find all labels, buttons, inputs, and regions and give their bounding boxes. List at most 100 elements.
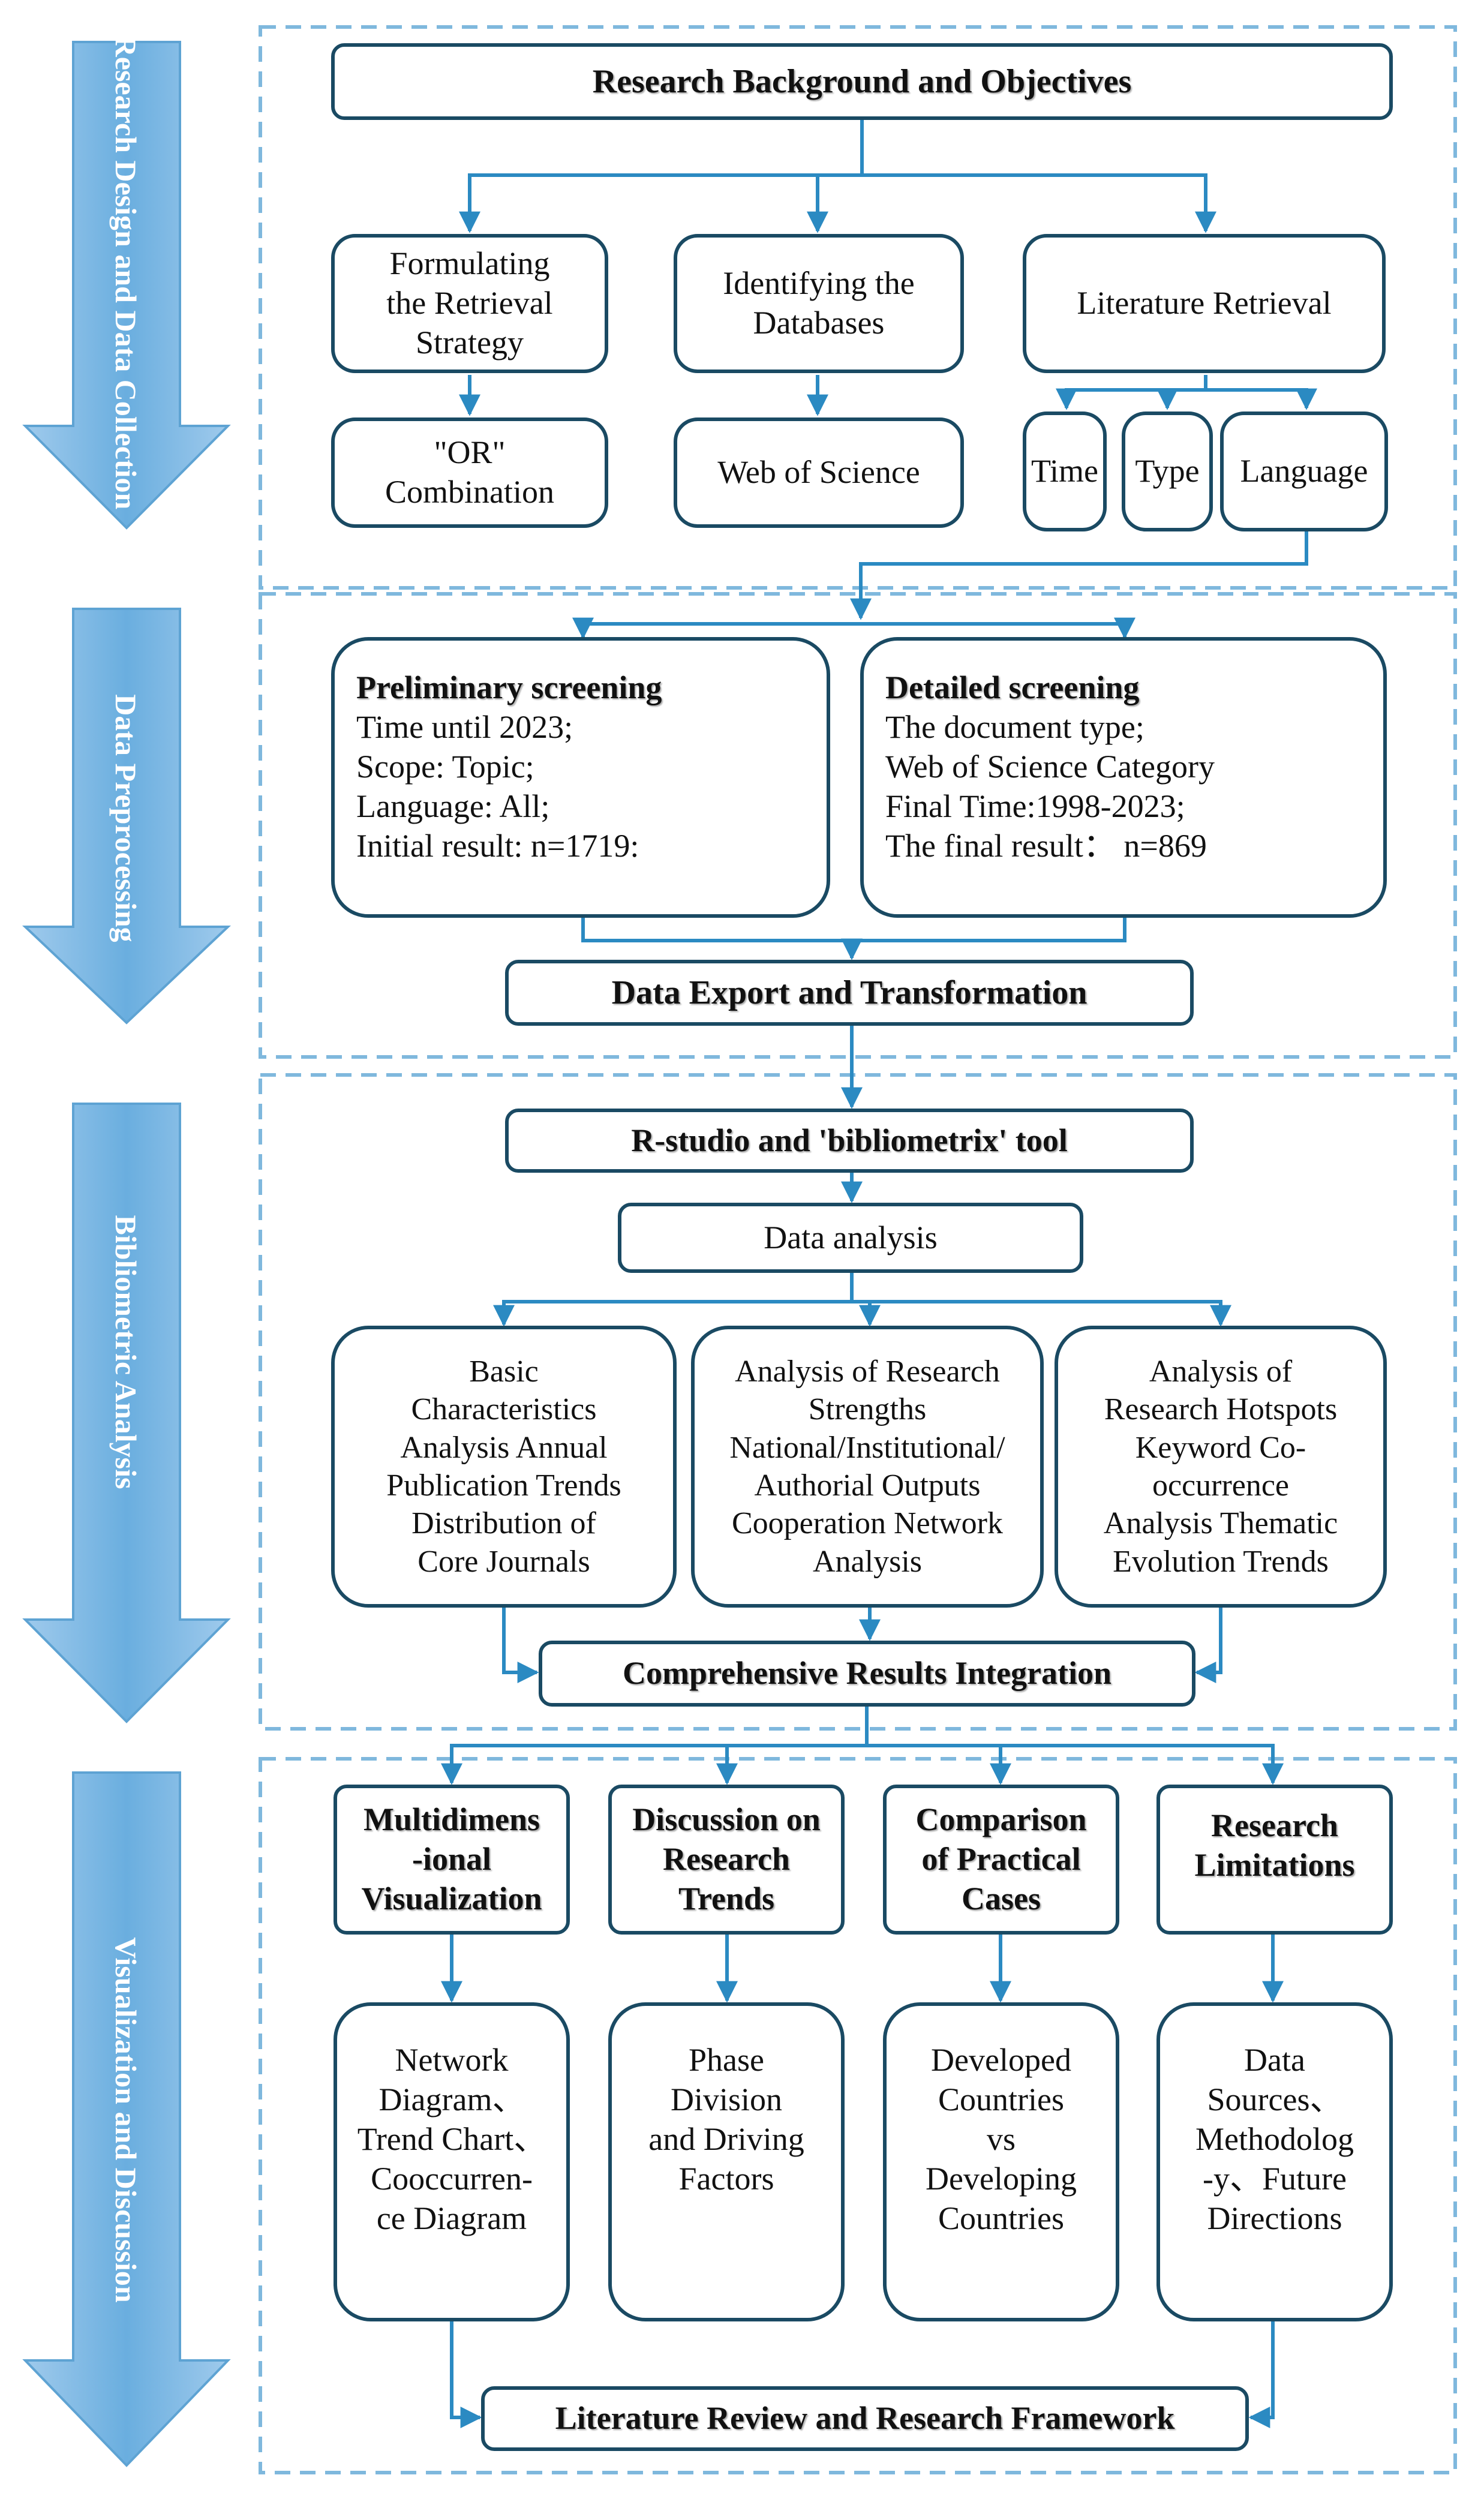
line: Analysis Thematic	[1103, 1506, 1338, 1541]
line: Scope: Topic;	[356, 748, 534, 785]
box-identifying-databases: Identifying the Databases	[674, 234, 964, 373]
line: Analysis of Research	[735, 1354, 1000, 1389]
line: Phase	[689, 2042, 764, 2078]
line: Keyword Co-	[1135, 1430, 1306, 1465]
line: Databases	[753, 305, 885, 341]
line: Division	[670, 2081, 783, 2117]
line: Multidimens	[363, 1801, 540, 1838]
box-basic-characteristics: Basic Characteristics Analysis Annual Pu…	[331, 1326, 677, 1608]
box-phase-division: Phase Division and Driving Factors	[608, 2002, 845, 2321]
stage-label-bibliometric: Bibliometric Analysis	[109, 1215, 143, 1489]
line: of Practical	[921, 1841, 1081, 1878]
line: Formulating	[389, 245, 550, 282]
box-retrieval-strategy: Formulating the Retrieval Strategy	[331, 234, 608, 373]
stage-frames	[259, 25, 1457, 2474]
line: Comparison	[915, 1801, 1087, 1838]
line: Evolution Trends	[1113, 1544, 1329, 1579]
line: Analysis of	[1149, 1354, 1293, 1389]
line: Countries	[938, 2200, 1064, 2236]
box-results-integration: Comprehensive Results Integration	[539, 1641, 1195, 1707]
line: Strategy	[416, 324, 524, 361]
line: Directions	[1207, 2200, 1342, 2236]
box-web-of-science: Web of Science	[674, 417, 964, 528]
line: Authorial Outputs	[754, 1468, 981, 1503]
stage-arrow-preprocessing	[22, 608, 232, 1025]
line: Publication Trends	[386, 1468, 621, 1503]
line: Core Journals	[417, 1544, 590, 1579]
detailed-title: Detailed screening	[885, 669, 1140, 705]
box-time: Time	[1023, 412, 1107, 531]
stage-frame-design	[259, 25, 1457, 590]
stage-label-design: Research Design and Data Collection	[109, 35, 143, 510]
stage-frame-visualization	[259, 1757, 1457, 2474]
stage-label-preprocessing: Data Preprocessing	[109, 694, 143, 942]
line: Final Time:1998-2023;	[885, 788, 1185, 824]
line: Analysis Annual	[400, 1430, 608, 1465]
line: Cooccurren-	[371, 2160, 533, 2197]
connectors	[441, 120, 1317, 2428]
preliminary-title: Preliminary screening	[356, 669, 662, 705]
line: occurrence	[1152, 1468, 1290, 1503]
line: Countries	[938, 2081, 1064, 2117]
line: Research	[663, 1841, 790, 1878]
line: Discussion on	[632, 1801, 821, 1838]
line: Cases	[962, 1880, 1041, 1917]
line: the Retrieval	[386, 285, 553, 322]
box-literature-review-framework: Literature Review and Research Framework	[481, 2386, 1249, 2451]
box-preliminary-screening: Preliminary screening Time until 2023; S…	[331, 637, 830, 918]
line: Distribution of	[411, 1506, 596, 1541]
line: The document type;	[885, 708, 1144, 745]
box-literature-retrieval: Literature Retrieval	[1023, 234, 1386, 373]
line: Sources、	[1207, 2081, 1342, 2117]
box-research-limitations: Research Limitations	[1156, 1785, 1393, 1935]
line: Strengths	[808, 1392, 927, 1427]
stage-frame-bibliometric	[259, 1073, 1457, 1731]
line: Limitations	[1194, 1846, 1355, 1883]
box-or-combination: "OR" Combination	[331, 417, 608, 528]
line: "OR"	[434, 434, 506, 471]
stage-arrows	[22, 41, 232, 2467]
line: Developed	[931, 2042, 1071, 2078]
box-developed-vs-developing: Developed Countries vs Developing Countr…	[883, 2002, 1119, 2321]
line: Network	[395, 2042, 509, 2078]
line: Language: All;	[356, 788, 550, 824]
line: and Driving	[648, 2120, 804, 2157]
line: Combination	[385, 474, 554, 510]
box-data-analysis: Data analysis	[618, 1203, 1083, 1273]
line: Research Hotspots	[1104, 1392, 1338, 1427]
box-rstudio-bibliometrix: R-studio and 'bibliometrix' tool	[505, 1109, 1194, 1173]
line: Diagram、	[378, 2081, 525, 2117]
stage-label-visualization: Visualization and Discussion	[109, 1937, 143, 2303]
box-language: Language	[1220, 412, 1388, 531]
line: Analysis	[813, 1544, 922, 1579]
line: Characteristics	[411, 1392, 597, 1427]
line: -ional	[411, 1841, 492, 1878]
line: Basic	[469, 1354, 539, 1389]
line: Identifying the	[723, 265, 915, 302]
line: The final result： n=869	[885, 827, 1207, 864]
box-research-strengths: Analysis of Research Strengths National/…	[691, 1326, 1044, 1608]
line: vs	[986, 2120, 1016, 2157]
stage-arrow-visualization	[22, 1771, 231, 2467]
box-detailed-screening: Detailed screening The document type; We…	[860, 637, 1387, 918]
line: Web of Science Category	[885, 748, 1215, 785]
line: Cooperation Network	[731, 1506, 1003, 1541]
line: National/Institutional/	[729, 1430, 1005, 1465]
line: Methodolog	[1195, 2120, 1354, 2157]
line: Trend Chart、	[357, 2120, 546, 2157]
line: Factors	[678, 2160, 774, 2197]
line: Time until 2023;	[356, 708, 573, 745]
box-practical-cases: Comparison of Practical Cases	[883, 1785, 1119, 1935]
line: -y、Future	[1203, 2160, 1347, 2197]
box-discussion-trends: Discussion on Research Trends	[608, 1785, 845, 1935]
box-type: Type	[1122, 412, 1213, 531]
line: Data	[1244, 2042, 1305, 2078]
line: Visualization	[361, 1880, 542, 1917]
box-research-hotspots: Analysis of Research Hotspots Keyword Co…	[1055, 1326, 1387, 1608]
stage-frame-preprocessing	[259, 592, 1457, 1059]
line: Research	[1211, 1807, 1338, 1843]
line: Developing	[926, 2160, 1077, 2197]
box-data-sources: Data Sources、 Methodolog -y、Future Direc…	[1156, 2002, 1393, 2321]
stage-arrow-bibliometric	[22, 1103, 231, 1723]
